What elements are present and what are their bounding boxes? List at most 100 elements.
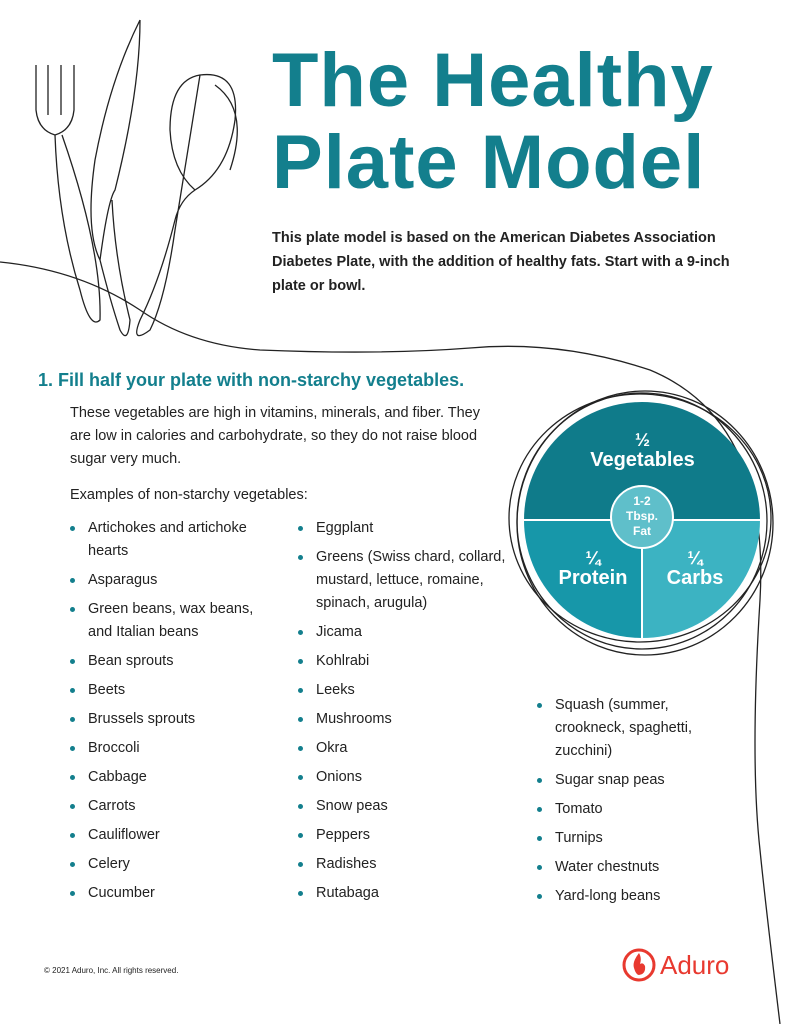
list-item-text: Onions bbox=[316, 769, 362, 785]
list-item-text: Leeks bbox=[316, 682, 355, 698]
list-item-text: Bean sprouts bbox=[88, 653, 174, 669]
list-item-text: Greens (Swiss chard, collard, mustard, l… bbox=[316, 549, 506, 611]
list-item: Yard-long beans bbox=[537, 885, 737, 908]
list-item-text: Sugar snap peas bbox=[555, 772, 665, 788]
list-item: Cabbage bbox=[70, 766, 280, 789]
list-item-text: Jicama bbox=[316, 624, 362, 640]
list-item: Kohlrabi bbox=[298, 650, 518, 673]
list-item: Jicama bbox=[298, 621, 518, 644]
bullet-icon bbox=[70, 775, 75, 780]
list-item-text: Artichokes and artichoke hearts bbox=[88, 520, 247, 559]
bullet-icon bbox=[70, 688, 75, 693]
list-item: Asparagus bbox=[70, 569, 280, 592]
list-item: Turnips bbox=[537, 827, 737, 850]
list-item: Peppers bbox=[298, 824, 518, 847]
list-item: Onions bbox=[298, 766, 518, 789]
list-item-text: Carrots bbox=[88, 798, 136, 814]
list-item: Artichokes and artichoke hearts bbox=[70, 517, 280, 563]
bullet-icon bbox=[537, 703, 542, 708]
list-item-text: Snow peas bbox=[316, 798, 388, 814]
list-item: Okra bbox=[298, 737, 518, 760]
bullet-icon bbox=[537, 894, 542, 899]
list-item: Tomato bbox=[537, 798, 737, 821]
bullet-icon bbox=[537, 807, 542, 812]
vegetable-list-col3: Squash (summer, crookneck, spaghetti, zu… bbox=[537, 694, 737, 914]
intro-text: This plate model is based on the America… bbox=[272, 230, 730, 294]
section-heading: 1. Fill half your plate with non-starchy… bbox=[38, 370, 465, 390]
bullet-icon bbox=[298, 526, 303, 531]
list-item-text: Kohlrabi bbox=[316, 653, 370, 669]
bullet-icon bbox=[298, 804, 303, 809]
list-item-text: Beets bbox=[88, 682, 126, 698]
bullet-icon bbox=[298, 833, 303, 838]
bullet-icon bbox=[70, 804, 75, 809]
bullet-icon bbox=[70, 578, 75, 583]
bullet-icon bbox=[70, 607, 75, 612]
bullet-icon bbox=[70, 833, 75, 838]
bullet-icon bbox=[70, 862, 75, 867]
list-item: Mushrooms bbox=[298, 708, 518, 731]
plate-section-carbs bbox=[642, 520, 760, 638]
list-item: Water chestnuts bbox=[537, 856, 737, 879]
knife-icon bbox=[90, 19, 141, 337]
list-item-text: Broccoli bbox=[88, 740, 140, 756]
copyright: © 2021 Aduro, Inc. All rights reserved. bbox=[44, 966, 179, 975]
list-item-text: Radishes bbox=[316, 856, 377, 872]
bullet-icon bbox=[298, 891, 303, 896]
list-item: Greens (Swiss chard, collard, mustard, l… bbox=[298, 546, 518, 615]
bullet-icon bbox=[70, 717, 75, 722]
bullet-icon bbox=[298, 717, 303, 722]
list-item-text: Cabbage bbox=[88, 769, 147, 785]
swoosh-line bbox=[0, 261, 781, 1024]
list-item-text: Mushrooms bbox=[316, 711, 392, 727]
bullet-icon bbox=[70, 746, 75, 751]
list-item: Eggplant bbox=[298, 517, 518, 540]
list-item-text: Cucumber bbox=[88, 885, 155, 901]
list-item: Green beans, wax beans, and Italian bean… bbox=[70, 598, 280, 644]
list-item: Celery bbox=[70, 853, 280, 876]
list-item-text: Yard-long beans bbox=[555, 888, 661, 904]
plate-section-protein bbox=[524, 520, 642, 638]
list-item: Snow peas bbox=[298, 795, 518, 818]
plate-rings bbox=[508, 390, 774, 656]
spoon-icon bbox=[136, 73, 238, 337]
flame-icon bbox=[622, 948, 656, 982]
bullet-icon bbox=[537, 836, 542, 841]
list-item: Brussels sprouts bbox=[70, 708, 280, 731]
examples-label: Examples of non-starchy vegetables: bbox=[70, 487, 308, 503]
plate-section-fat bbox=[610, 485, 674, 549]
list-item-text: Turnips bbox=[555, 830, 603, 846]
list-item: Leeks bbox=[298, 679, 518, 702]
list-item: Squash (summer, crookneck, spaghetti, zu… bbox=[537, 694, 737, 763]
bullet-icon bbox=[298, 746, 303, 751]
list-item: Sugar snap peas bbox=[537, 769, 737, 792]
bullet-icon bbox=[70, 659, 75, 664]
list-item: Radishes bbox=[298, 853, 518, 876]
list-item-text: Eggplant bbox=[316, 520, 374, 536]
list-item-text: Tomato bbox=[555, 801, 603, 817]
bullet-icon bbox=[298, 659, 303, 664]
aduro-logo: Aduro bbox=[622, 948, 729, 982]
list-item: Cauliflower bbox=[70, 824, 280, 847]
list-item-text: Green beans, wax beans, and Italian bean… bbox=[88, 601, 254, 640]
list-item: Beets bbox=[70, 679, 280, 702]
list-item-text: Cauliflower bbox=[88, 827, 160, 843]
bullet-icon bbox=[537, 865, 542, 870]
list-item-text: Rutabaga bbox=[316, 885, 379, 901]
list-item: Carrots bbox=[70, 795, 280, 818]
bullet-icon bbox=[298, 630, 303, 635]
bullet-icon bbox=[298, 775, 303, 780]
section-description: These vegetables are high in vitamins, m… bbox=[70, 405, 480, 467]
bullet-icon bbox=[537, 778, 542, 783]
bullet-icon bbox=[298, 688, 303, 693]
plate-chart bbox=[524, 402, 760, 638]
list-item-text: Peppers bbox=[316, 827, 371, 843]
bullet-icon bbox=[70, 891, 75, 896]
